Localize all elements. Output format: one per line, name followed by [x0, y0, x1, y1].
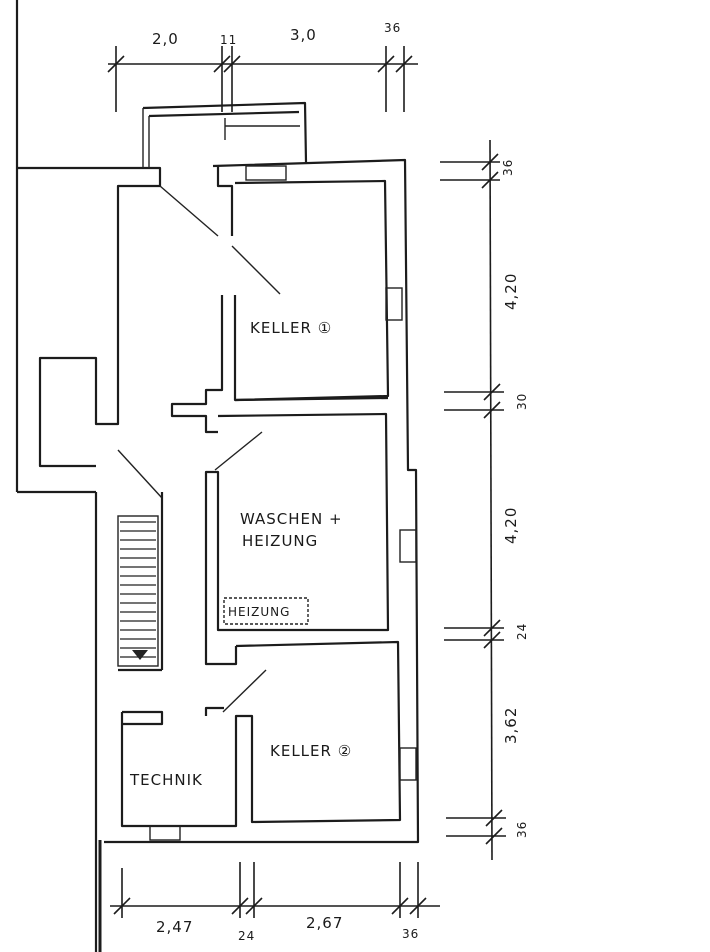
- dim-bottom-4: 36: [402, 927, 419, 941]
- dim-top-2: 11: [220, 33, 237, 47]
- building-walls: [15, 0, 420, 952]
- dim-right-4: 4,20: [502, 507, 520, 544]
- dim-right-2: 4,20: [502, 273, 520, 310]
- dim-right-3: 30: [515, 393, 529, 410]
- dim-top-3: 3,0: [290, 26, 317, 44]
- room-label-keller-2: KELLER ②: [270, 742, 352, 760]
- room-label-heizung: HEIZUNG: [242, 532, 318, 550]
- dim-bottom-1: 2,47: [156, 918, 193, 936]
- room-label-keller-1: KELLER ①: [250, 319, 332, 337]
- dim-top-4: 36: [384, 21, 401, 35]
- dim-right-1: 36: [501, 159, 515, 176]
- stair-treads: [120, 521, 156, 660]
- stair-arrow-icon: [132, 650, 148, 660]
- right-dimension-chain: [440, 139, 506, 861]
- room-label-waschen: WASCHEN +: [240, 510, 343, 528]
- top-dimension-chain: [107, 46, 418, 112]
- dim-right-7: 36: [515, 821, 529, 838]
- room-label-technik: TECHNIK: [129, 771, 203, 789]
- bottom-dimension-chain: [110, 862, 440, 918]
- dim-top-1: 2,0: [152, 30, 179, 48]
- dim-right-5: 24: [515, 623, 529, 640]
- dim-bottom-3: 2,67: [306, 914, 343, 932]
- dim-bottom-2: 24: [238, 929, 255, 943]
- heating-unit-label: HEIZUNG: [228, 605, 290, 619]
- dim-right-6: 3,62: [502, 707, 520, 744]
